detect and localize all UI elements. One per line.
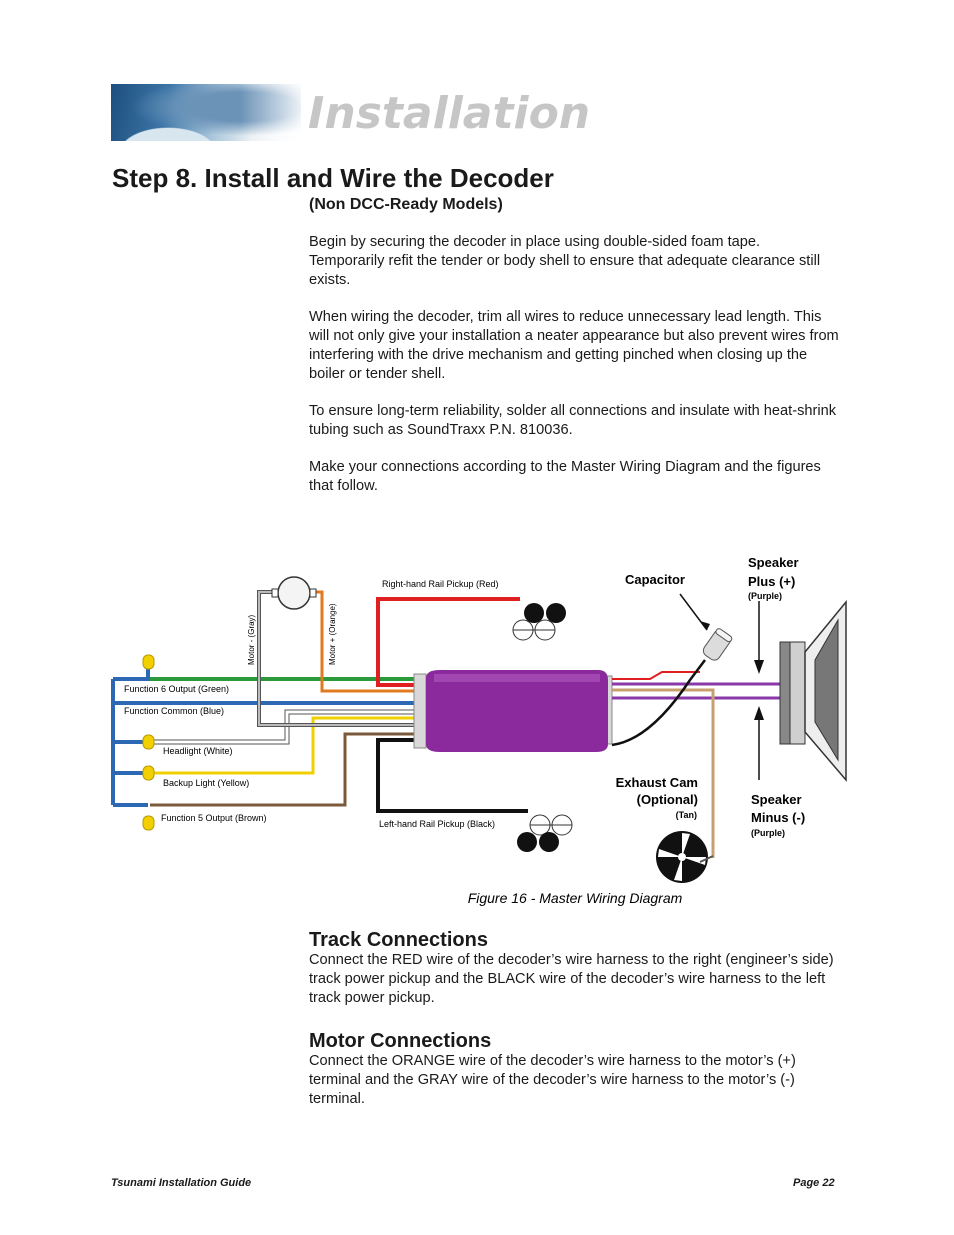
black-cap-wire	[611, 659, 706, 747]
label-speaker-plus-2: Plus (+)	[748, 574, 795, 589]
paragraph-3: To ensure long-term reliability, solder …	[309, 403, 836, 438]
track-connections-body: Connect the RED wire of the decoder’s wi…	[309, 952, 834, 1006]
label-exhaust-color: (Tan)	[676, 810, 697, 820]
capacitor-icon	[702, 628, 733, 661]
page-title: Step 8. Install and Wire the Decoder	[112, 163, 554, 193]
gray-wire	[257, 590, 420, 727]
paragraph-1: Begin by securing the decoder in place u…	[309, 234, 821, 288]
label-speaker-plus-color: (Purple)	[748, 591, 782, 601]
figure-caption: Figure 16 - Master Wiring Diagram	[468, 890, 683, 906]
label-capacitor: Capacitor	[625, 572, 685, 587]
right-rail-pickup-icon	[512, 603, 566, 641]
orange-wire	[312, 590, 420, 693]
label-headlight: Headlight (White)	[163, 746, 233, 756]
label-right-rail: Right-hand Rail Pickup (Red)	[382, 579, 499, 589]
decoder-board	[426, 670, 608, 752]
label-left-rail: Left-hand Rail Pickup (Black)	[379, 819, 495, 829]
speaker-icon	[779, 599, 847, 783]
label-f6: Function 6 Output (Green)	[124, 684, 229, 694]
label-exhaust-1: Exhaust Cam	[616, 775, 698, 790]
banner-title: Installation	[308, 88, 591, 139]
footer-page-number: Page 22	[793, 1177, 835, 1189]
label-speaker-plus-1: Speaker	[748, 555, 799, 570]
motor-symbol	[277, 576, 311, 610]
label-exhaust-2: (Optional)	[637, 792, 698, 807]
black-wire	[376, 738, 528, 813]
label-speaker-minus-color: (Purple)	[751, 828, 785, 838]
label-common: Function Common (Blue)	[124, 706, 224, 716]
brown-wire	[150, 732, 420, 807]
harness-connector-left	[413, 673, 427, 749]
footer-guide-name: Tsunami Installation Guide	[111, 1177, 252, 1189]
paragraph-2: When wiring the decoder, trim all wires …	[309, 309, 839, 382]
label-motor-minus: Motor - (Gray)	[247, 614, 256, 665]
page-subtitle: (Non DCC-Ready Models)	[309, 196, 503, 213]
label-backup: Backup Light (Yellow)	[163, 778, 249, 788]
motor-connections-body: Connect the ORANGE wire of the decoder’s…	[309, 1053, 796, 1107]
red-cap-wire	[612, 671, 700, 680]
label-f5: Function 5 Output (Brown)	[161, 813, 267, 823]
label-motor-plus: Motor + (Orange)	[328, 603, 337, 665]
label-speaker-minus-1: Speaker	[751, 792, 802, 807]
red-wire	[376, 597, 520, 687]
left-rail-pickup-icon	[517, 814, 573, 852]
motor-connections-heading: Motor Connections	[309, 1030, 492, 1052]
yellow-wire	[150, 716, 420, 775]
exhaust-cam-icon	[656, 831, 708, 883]
tan-wire	[612, 688, 715, 858]
track-connections-heading: Track Connections	[309, 929, 488, 951]
led-icons	[142, 654, 155, 831]
paragraph-4: Make your connections according to the M…	[309, 459, 821, 494]
header-wave-fade	[240, 84, 310, 141]
label-speaker-minus-2: Minus (-)	[751, 810, 805, 825]
